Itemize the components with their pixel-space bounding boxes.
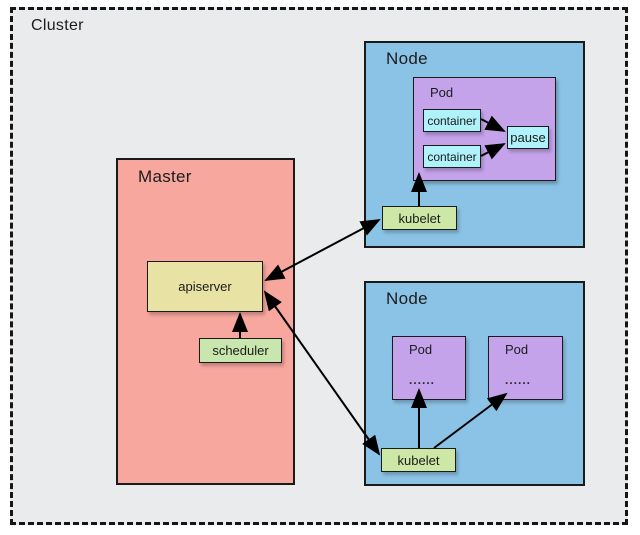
- pod-b-box: Pod ......: [488, 336, 563, 400]
- kubelet-top-box: kubelet: [382, 206, 457, 230]
- kubelet-top-label: kubelet: [398, 210, 441, 226]
- master-box: Master: [116, 158, 295, 485]
- apiserver-box: apiserver: [147, 261, 263, 312]
- apiserver-label: apiserver: [178, 279, 232, 294]
- container-2-label: container: [427, 149, 477, 164]
- cluster-label: Cluster: [31, 17, 84, 34]
- pod-a-box: Pod ......: [392, 336, 466, 400]
- pod-b-dots: ......: [505, 373, 532, 387]
- kubelet-bottom-box: kubelet: [381, 448, 456, 472]
- container-2-box: container: [423, 145, 481, 168]
- master-label: Master: [138, 167, 192, 186]
- pod-a-dots: ......: [409, 373, 436, 387]
- node-bottom-label: Node: [386, 289, 428, 308]
- container-1-label: container: [427, 113, 477, 128]
- pod-top-label: Pod: [430, 85, 454, 100]
- pod-b-label: Pod: [505, 342, 529, 357]
- kubelet-bottom-label: kubelet: [397, 452, 440, 468]
- scheduler-label: scheduler: [212, 343, 269, 358]
- scheduler-box: scheduler: [199, 338, 282, 363]
- node-top-label: Node: [386, 49, 428, 68]
- pod-a-label: Pod: [409, 342, 433, 357]
- pause-label: pause: [510, 130, 546, 145]
- pause-box: pause: [507, 126, 549, 149]
- container-1-box: container: [423, 109, 481, 132]
